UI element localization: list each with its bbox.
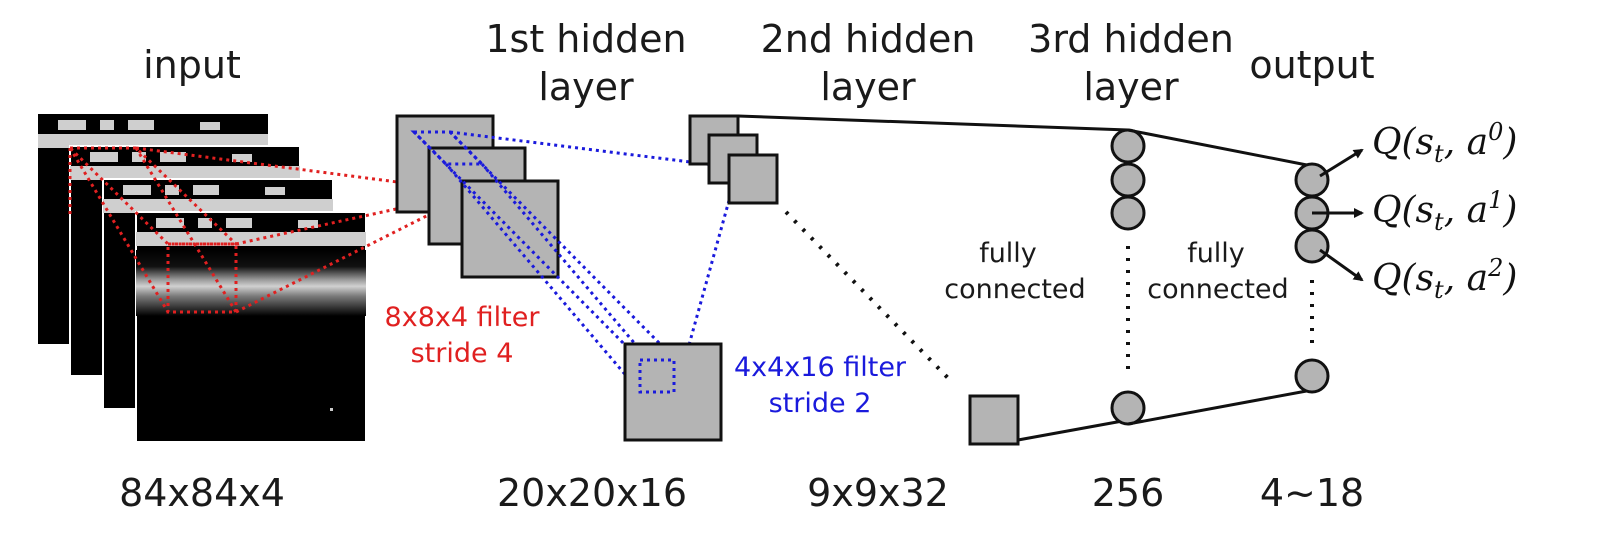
output-arrows (1312, 148, 1364, 282)
dim-hidden2: 9x9x32 (807, 471, 949, 515)
dim-input: 84x84x4 (119, 471, 285, 515)
hidden3-node-last (1110, 390, 1146, 426)
header-hidden2-line2: layer (820, 65, 916, 109)
conv2-filter-window (638, 358, 676, 394)
output-nodes (1294, 162, 1330, 394)
conv2-stride-label: stride 2 (769, 388, 872, 419)
dim-hidden3: 256 (1092, 471, 1165, 515)
output-node-1 (1294, 162, 1330, 198)
dim-hidden1: 20x20x16 (497, 471, 687, 515)
header-output: output (1249, 43, 1374, 87)
fc2-connections (1127, 128, 1313, 426)
conv1-stride-label: stride 4 (411, 338, 514, 369)
header-hidden3-line2: layer (1083, 65, 1179, 109)
hidden3-node-3 (1110, 195, 1146, 231)
header-hidden3-line1: 3rd hidden (1028, 17, 1234, 61)
header-hidden1-line1: 1st hidden (485, 17, 686, 61)
input-frame-4 (135, 211, 367, 443)
fc1-label-line1: fully (979, 238, 1037, 269)
hidden2-map-last (968, 394, 1020, 446)
fc2-label-line1: fully (1187, 238, 1245, 269)
arrow-q0 (1319, 148, 1364, 178)
fc1-label-line2: connected (944, 274, 1085, 305)
hidden2-map-3 (727, 153, 779, 205)
header-hidden1-line2: layer (538, 65, 634, 109)
header-input: input (143, 43, 241, 87)
header-hidden2-line1: 2nd hidden (761, 17, 976, 61)
fc2-label-line2: connected (1147, 274, 1288, 305)
hidden3-node-2 (1110, 162, 1146, 198)
hidden2-ellipsis (784, 210, 950, 380)
q-label-1: Q(st, a1) (1372, 186, 1517, 236)
q-label-2: Q(st, a2) (1372, 254, 1517, 304)
output-node-3 (1294, 228, 1330, 264)
fc1-connections (737, 114, 1129, 442)
arrow-q2 (1319, 248, 1364, 282)
hidden3-node-1 (1110, 128, 1146, 164)
conv2-filter-label: 4x4x16 filter (734, 352, 907, 383)
conv1-filter-label: 8x8x4 filter (385, 302, 541, 333)
conv2-receptive-field (410, 130, 740, 393)
dim-output: 4~18 (1260, 471, 1364, 515)
output-node-last (1294, 358, 1330, 394)
q-label-0: Q(st, a0) (1372, 118, 1517, 168)
hidden3-nodes (1110, 128, 1146, 426)
hidden2-feature-maps (623, 114, 1020, 446)
